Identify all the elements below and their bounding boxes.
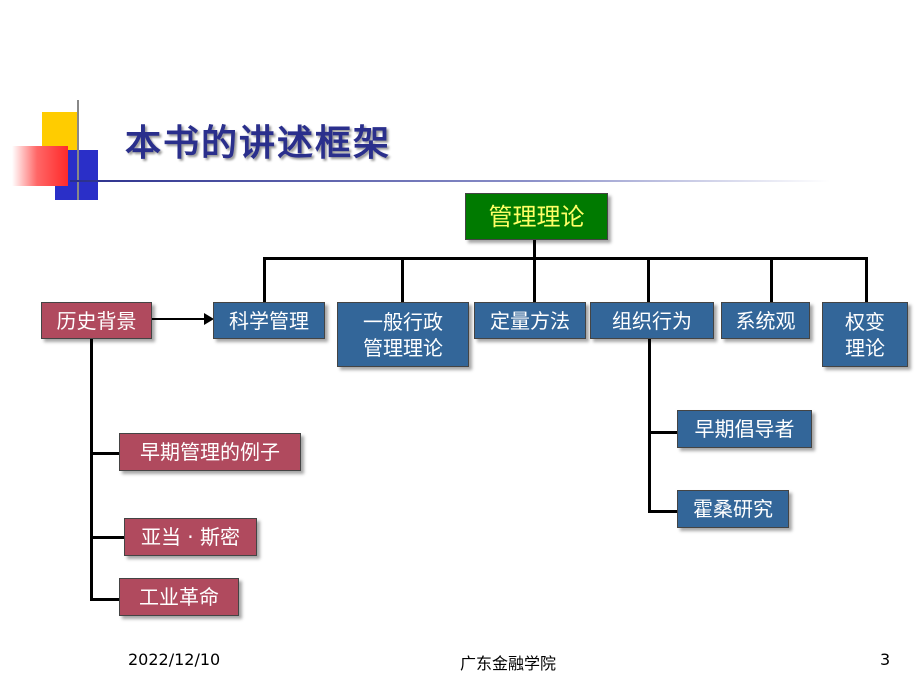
quantitative-node: 定量方法 (474, 302, 586, 339)
arrow-head-icon (204, 313, 214, 325)
footer-date: 2022/12/10 (128, 650, 221, 669)
drop-line-quantitative (533, 257, 536, 303)
org-behavior-hawthorne-studies: 霍桑研究 (677, 490, 789, 528)
general-admin-node: 一般行政 管理理论 (337, 302, 469, 367)
history-item-industrial-revolution: 工业革命 (119, 578, 239, 616)
root-stem-line (533, 240, 536, 259)
general-admin-line-2: 管理理论 (363, 335, 443, 360)
org-behavior-connector-1 (648, 431, 678, 434)
yellow-square-decoration (42, 112, 78, 150)
contingency-node: 权变 理论 (822, 302, 908, 367)
history-item-early-examples: 早期管理的例子 (119, 433, 301, 471)
branch-bus-line (263, 257, 868, 260)
drop-line-contingency (865, 257, 868, 303)
drop-line-org-behavior (647, 257, 650, 303)
vertical-accent-line (77, 100, 79, 200)
drop-line-systems (770, 257, 773, 303)
history-connector-3 (90, 598, 120, 601)
systems-node: 系统观 (721, 302, 810, 339)
history-connector-2 (90, 536, 124, 539)
contingency-line-2: 理论 (845, 335, 885, 360)
org-behavior-node: 组织行为 (590, 302, 714, 339)
drop-line-scientific (263, 257, 266, 303)
org-behavior-early-advocates: 早期倡导者 (677, 410, 812, 448)
slide-title: 本书的讲述框架 (125, 123, 392, 164)
scientific-management-node: 科学管理 (213, 302, 325, 339)
footer-institution: 广东金融学院 (460, 654, 557, 673)
root-node: 管理理论 (465, 193, 608, 240)
org-behavior-vertical-line (648, 339, 651, 513)
drop-line-general-admin (401, 257, 404, 303)
contingency-line-1: 权变 (845, 309, 885, 334)
history-vertical-line (90, 339, 93, 601)
history-item-adam-smith: 亚当 · 斯密 (124, 518, 257, 556)
history-node: 历史背景 (41, 302, 152, 339)
history-arrow-line (152, 318, 207, 320)
title-underline (70, 180, 830, 182)
red-square-decoration (12, 146, 68, 186)
general-admin-line-1: 一般行政 (363, 309, 443, 334)
history-connector-1 (90, 452, 120, 455)
footer-page-number: 3 (880, 650, 891, 669)
org-behavior-connector-2 (648, 510, 678, 513)
